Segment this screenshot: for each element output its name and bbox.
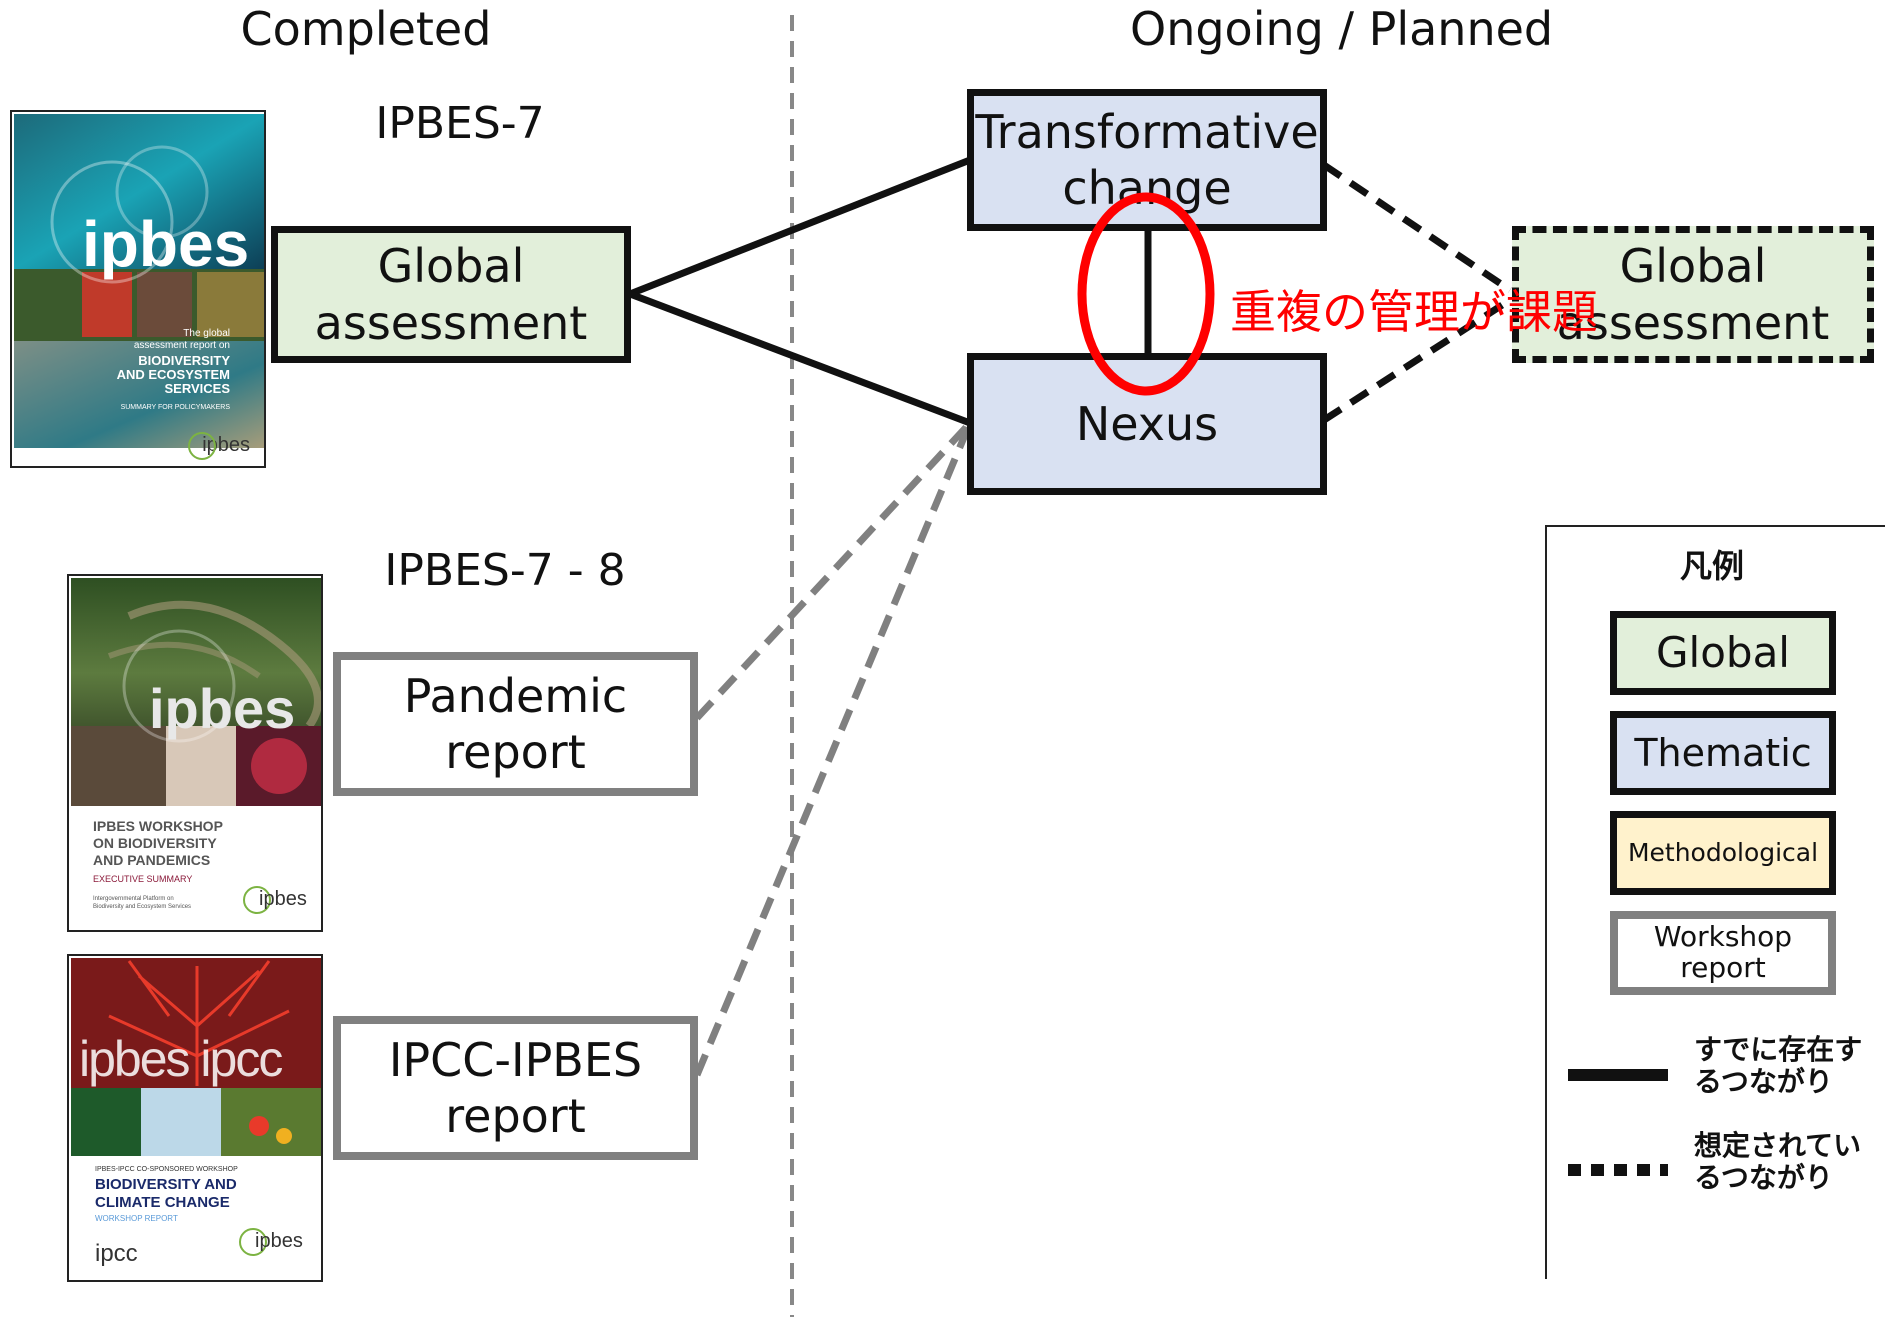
cover-cosponsored: IPBES-IPCC CO-SPONSORED WORKSHOP — [95, 1166, 238, 1173]
cover-report: WORKSHOP REPORT — [95, 1214, 178, 1223]
legend-title: 凡例 — [1680, 547, 1745, 585]
cover-title-3: SERVICES — [164, 381, 230, 396]
link-transformative-future-global — [1322, 162, 1512, 293]
link-ipcc-nexus — [693, 421, 974, 1077]
cover-title-3: AND PANDEMICS — [93, 852, 211, 868]
legend-assumed-label: 想定されてい るつながり — [1694, 1129, 1862, 1195]
cover-subtitle-1: The global — [183, 328, 230, 339]
cover-subtitle-2: assessment report on — [133, 340, 230, 351]
cover-image — [71, 578, 321, 806]
global-assessment-box: Global assessment — [271, 226, 631, 363]
overlap-annotation: 重複の管理が課題 — [1230, 285, 1598, 339]
ipbes-logo-icon — [188, 432, 216, 460]
legend-existing-label: すでに存在す るつながり — [1694, 1033, 1863, 1099]
link-global-transformative — [628, 156, 972, 298]
meeting-ipbes7: IPBES-7 — [375, 98, 545, 149]
ipbes-logo-icon — [239, 1228, 267, 1256]
cover-platform-1: Intergovernmental Platform on — [93, 896, 174, 902]
cover-brand: ipbes — [82, 208, 250, 280]
cover-brand: ipbes ipcc — [79, 1031, 283, 1087]
climate-workshop-cover: ipbes ipcc IPBES-IPCC CO-SPONSORED WORKS… — [67, 954, 323, 1282]
cover-title-2: AND ECOSYSTEM — [116, 367, 230, 382]
cover-logo-left: ipcc — [95, 1240, 138, 1267]
cover-image — [14, 114, 264, 466]
link-global-nexus — [628, 290, 972, 427]
ongoing-header: Ongoing / Planned — [1130, 2, 1554, 56]
pandemic-report-box: Pandemic report — [333, 652, 698, 796]
future-global-assessment-box: Global assessment — [1512, 226, 1874, 363]
meeting-ipbes7-8: IPBES-7 - 8 — [384, 545, 626, 596]
cover-title-2: ON BIODIVERSITY — [93, 835, 217, 851]
cover-image — [71, 958, 321, 1156]
link-pandemic-nexus — [694, 420, 973, 721]
cover-title-2: CLIMATE CHANGE — [95, 1194, 230, 1211]
global-assessment-cover: ipbes The global assessment report on BI… — [10, 110, 266, 468]
legend-thematic-box: Thematic — [1610, 711, 1836, 795]
legend-workshop-box: Workshop report — [1610, 911, 1836, 995]
cover-platform-2: Biodiversity and Ecosystem Services — [93, 904, 192, 910]
ipcc-ipbes-report-box: IPCC-IPBES report — [333, 1016, 698, 1160]
cover-logo-right: ipbes — [255, 1230, 303, 1252]
cover-summary: SUMMARY FOR POLICYMAKERS — [120, 404, 230, 411]
cover-logo: ipbes — [259, 888, 307, 910]
ipbes-logo-icon — [243, 886, 271, 914]
cover-title-1: BIODIVERSITY — [138, 353, 230, 368]
cover-summary: EXECUTIVE SUMMARY — [93, 874, 193, 884]
transformative-change-box: Transformative change — [967, 89, 1327, 231]
nexus-box: Nexus — [967, 353, 1327, 495]
cover-title-1: BIODIVERSITY AND — [95, 1176, 237, 1193]
legend-panel — [1545, 525, 1885, 1279]
legend-global-box: Global — [1610, 611, 1836, 695]
completed-header: Completed — [240, 2, 492, 56]
legend-methodological-box: Methodological — [1610, 811, 1836, 895]
link-nexus-future-global — [1322, 297, 1512, 423]
cover-title-1: IPBES WORKSHOP — [93, 818, 223, 834]
cover-brand: ipbes — [149, 677, 296, 740]
pandemic-workshop-cover: ipbes IPBES WORKSHOP ON BIODIVERSITY AND… — [67, 574, 323, 932]
overlap-highlight-ellipse — [1077, 192, 1215, 396]
